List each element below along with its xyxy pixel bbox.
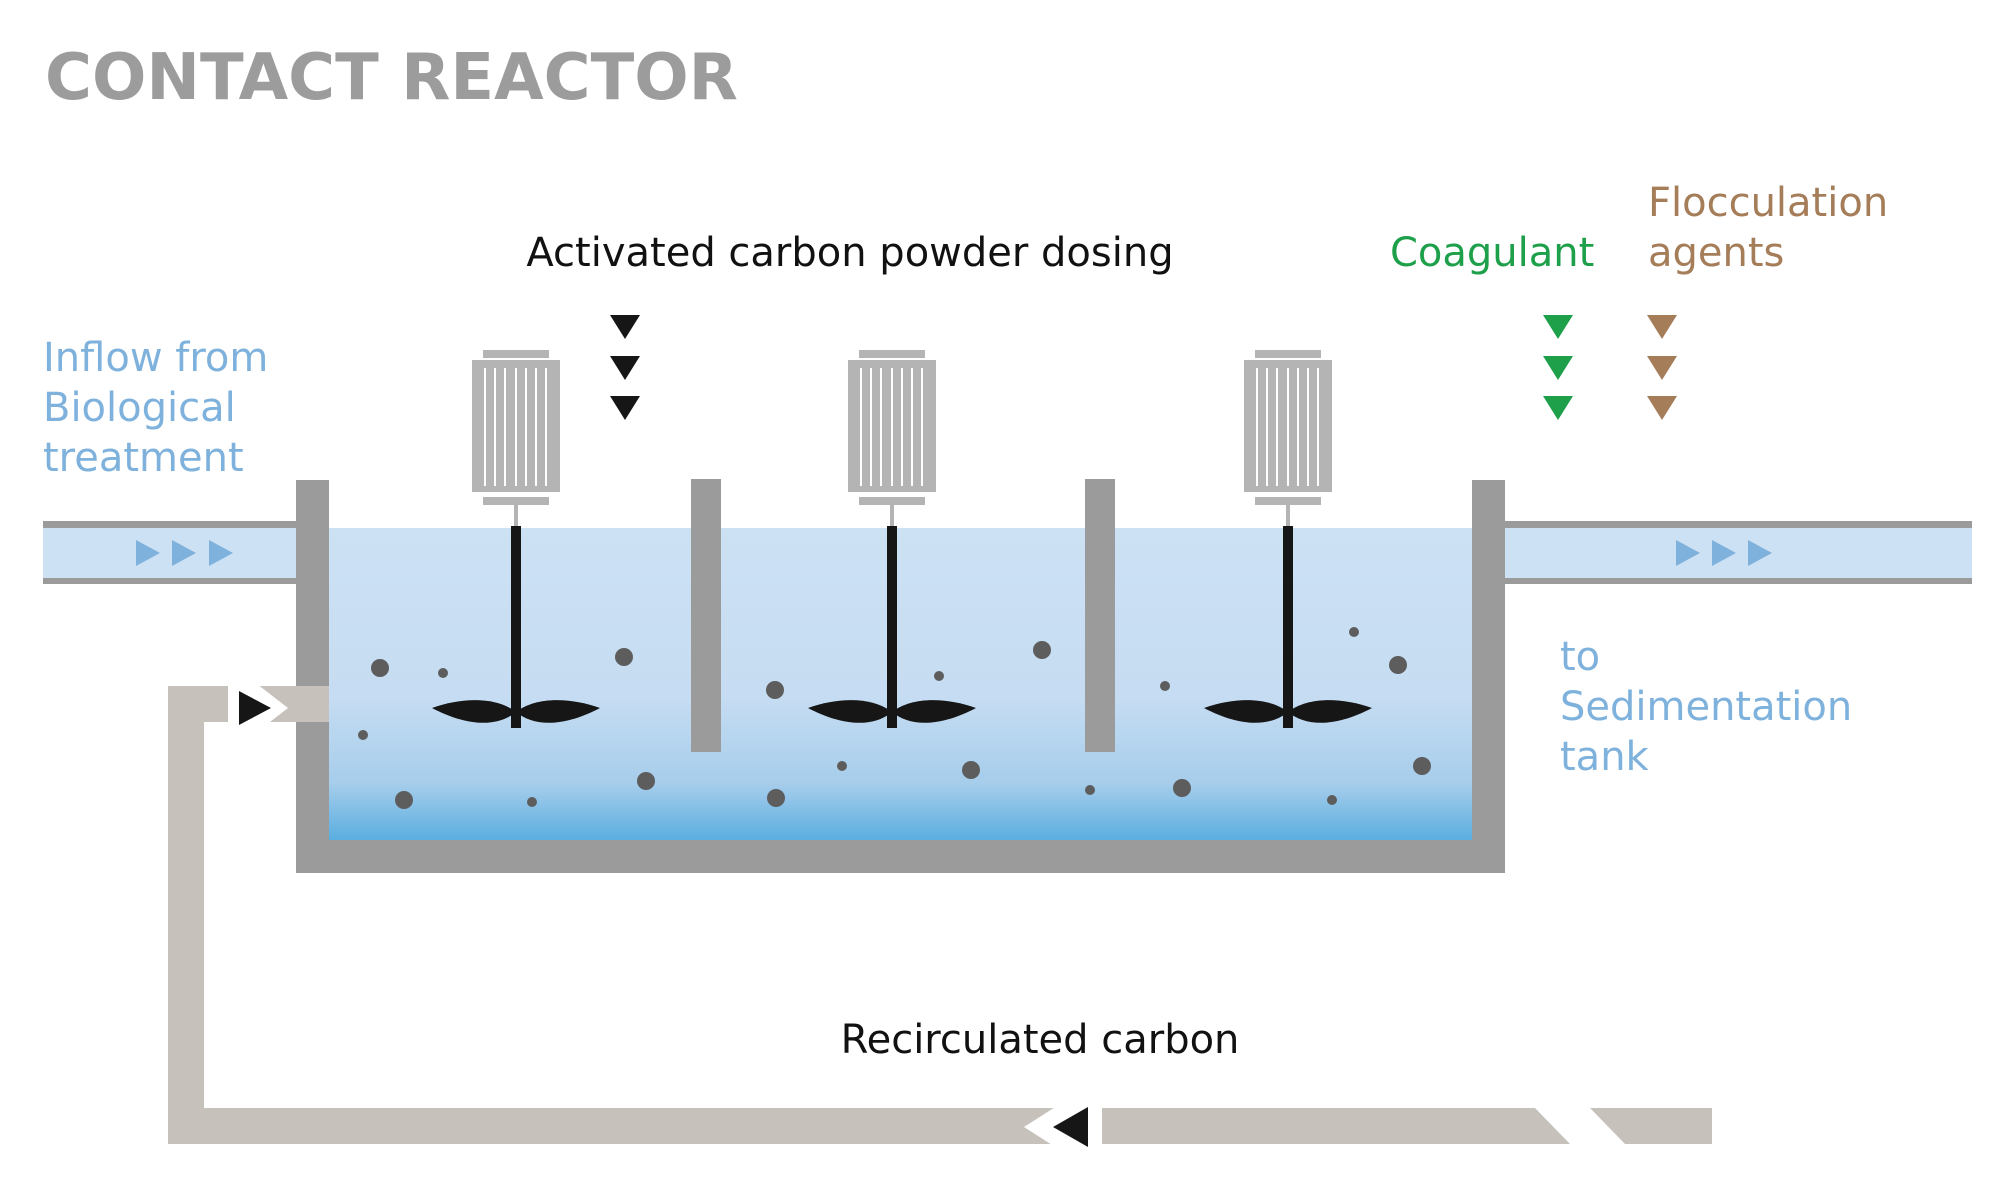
coagulant-arrows [1543,315,1573,420]
carbon-particles [358,627,1431,809]
impeller-1 [432,526,600,728]
inflow-label: Inflow from Biological treatment [43,335,269,481]
baffle-2 [1085,479,1115,752]
carbon-dosing-label: Activated carbon powder dosing [526,230,1174,276]
mixer-motor-2 [848,350,936,527]
mixer-motor-1 [472,350,560,527]
flocculation-label: Flocculation agents [1648,180,1889,276]
tank-water [329,528,1472,840]
reactor-tank [296,479,1505,873]
recirc-flow-arrows [228,684,1102,1150]
recirculated-carbon-label: Recirculated carbon [840,1017,1240,1063]
recirc-arrow-left-head [239,691,271,725]
coagulant-label: Coagulant [1390,230,1595,276]
impeller-3 [1204,526,1372,728]
mixer-motor-3 [1244,350,1332,527]
inflow-arrows [136,540,233,566]
impeller-2 [808,526,976,728]
baffle-1 [691,479,721,752]
carbon-dosing-arrows [610,315,640,420]
page-title: CONTACT REACTOR [45,41,738,115]
recirc-arrow-bottom-head [1053,1107,1088,1147]
outflow-arrows [1676,540,1772,566]
flocculation-arrows [1647,315,1677,420]
outflow-label: to Sedimentation tank [1560,634,1853,780]
inflow-pipe [43,521,330,584]
